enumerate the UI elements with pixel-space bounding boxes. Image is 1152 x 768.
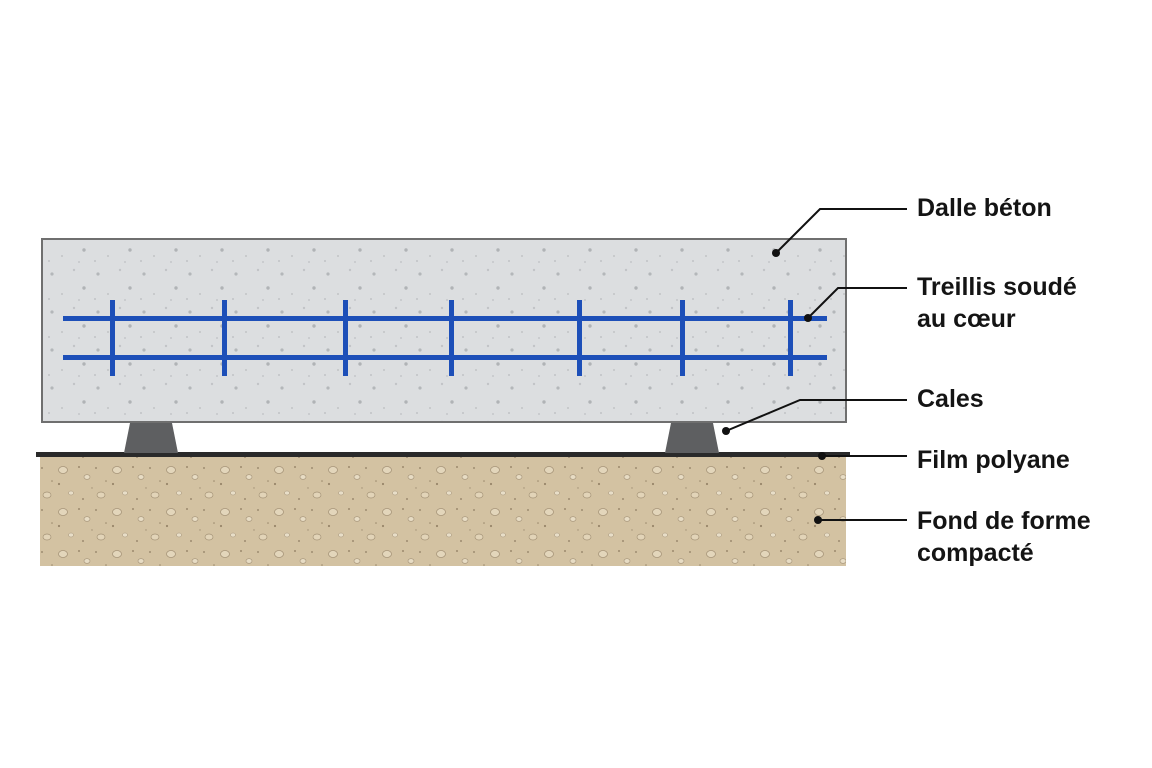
label-film-text: Film polyane	[917, 446, 1070, 474]
leader-slab	[775, 208, 907, 254]
label-subgrade-line2: compacté	[917, 539, 1034, 567]
polyane-film	[36, 452, 850, 457]
label-spacers: Cales	[917, 383, 984, 415]
mesh-bar-vertical-3	[343, 300, 348, 376]
leader-dot-film	[818, 452, 826, 460]
leader-dot-subgrade	[814, 516, 822, 524]
welded-mesh	[63, 300, 827, 376]
label-spacers-text: Cales	[917, 385, 984, 413]
mesh-bar-vertical-1	[110, 300, 115, 376]
mesh-bar-vertical-2	[222, 300, 227, 376]
label-slab: Dalle béton	[917, 192, 1052, 224]
label-slab-text: Dalle béton	[917, 194, 1052, 222]
mesh-bar-vertical-5	[577, 300, 582, 376]
leader-dot-spacers	[722, 427, 730, 435]
label-subgrade: Fond de forme compacté	[917, 505, 1091, 569]
mesh-bar-vertical-7	[788, 300, 793, 376]
label-mesh: Treillis soudé au cœur	[917, 271, 1077, 335]
label-mesh-line1: Treillis soudé	[917, 273, 1077, 301]
leader-dot-mesh	[804, 314, 812, 322]
concrete-texture	[43, 240, 845, 421]
label-film: Film polyane	[917, 444, 1070, 476]
mesh-bar-vertical-4	[449, 300, 454, 376]
compacted-subgrade	[40, 456, 846, 566]
spacer-right	[665, 423, 719, 453]
label-mesh-line2: au cœur	[917, 305, 1016, 333]
leader-dot-slab	[772, 249, 780, 257]
mesh-bar-horizontal-bottom	[63, 355, 827, 360]
leader-spacers	[725, 399, 907, 432]
mesh-bar-horizontal-top	[63, 316, 827, 321]
spacer-left	[124, 423, 178, 453]
label-subgrade-line1: Fond de forme	[917, 507, 1091, 535]
leader-mesh	[807, 287, 907, 319]
mesh-bar-vertical-6	[680, 300, 685, 376]
